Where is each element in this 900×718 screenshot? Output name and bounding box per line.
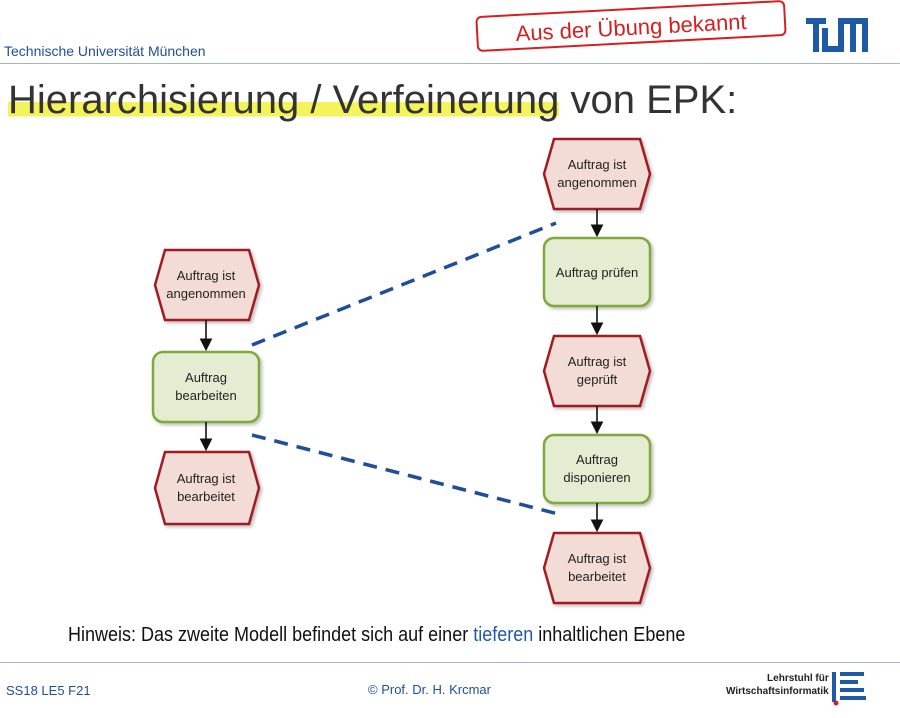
copyright: © Prof. Dr. H. Krcmar [368,682,491,697]
right-function-disponieren [542,433,652,505]
right-event-angenommen [542,137,652,211]
svg-text:Auftrag prüfen: Auftrag prüfen [556,265,638,280]
right-event-geprueft [542,334,652,408]
title-rest: von EPK: [559,78,738,122]
slide-title: Hierarchisierung / Verfeinerung von EPK: [8,78,737,123]
left-event2-line2: bearbeitet [177,489,235,504]
right-event-bearbeitet [542,531,652,605]
left-function-line1: Auftrag [185,370,227,385]
left-function-bearbeiten [151,350,261,424]
hint-before: Hinweis: Das zweite Modell befindet sich… [68,624,474,646]
right-function1-line1: Auftrag prüfen [556,265,638,280]
header-divider [0,63,900,64]
right-event2-line2: geprüft [577,372,618,387]
refinement-line-top [251,221,557,347]
right-event1-line1: Auftrag ist [568,157,627,172]
hint-after: inhaltlichen Ebene [533,624,686,646]
slide-id: SS18 LE5 F21 [6,683,91,698]
chair-logo [832,672,866,706]
left-event1-line2: angenommen [166,286,246,301]
footer-divider [0,662,900,663]
chair-line2: Wirtschaftsinformatik [726,686,829,697]
refinement-line-bottom [251,433,559,516]
left-event-bearbeitet [153,450,261,526]
left-event2-line1: Auftrag ist [177,471,236,486]
tum-logo [806,18,868,52]
chair-name: Lehrstuhl für Wirtschaftsinformatik [726,672,829,698]
right-function2-line1: Auftrag [576,452,618,467]
hint-text: Hinweis: Das zweite Modell befindet sich… [68,624,685,647]
hint-emphasis: tieferen [473,624,534,646]
left-function-line2: bearbeiten [175,388,236,403]
right-event2-line1: Auftrag ist [568,354,627,369]
right-event3-line1: Auftrag ist [568,551,627,566]
left-event1-line1: Auftrag ist [177,268,236,283]
left-event-angenommen [153,248,261,322]
right-event3-line2: bearbeitet [568,569,626,584]
title-highlighted: Hierarchisierung / Verfeinerung [8,78,560,122]
right-event1-line2: angenommen [557,175,637,190]
university-name: Technische Universität München [4,43,206,59]
right-function2-line2: disponieren [563,470,630,485]
chair-line1: Lehrstuhl für [767,673,829,684]
